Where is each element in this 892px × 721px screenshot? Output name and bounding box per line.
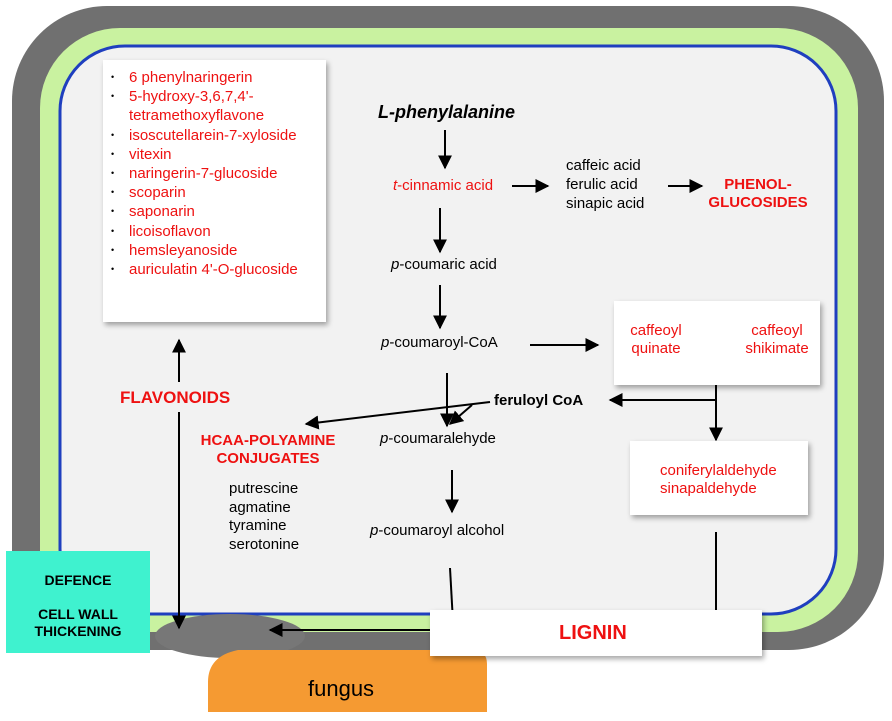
fungus-label: fungus — [308, 676, 375, 701]
coniferylaldehyde: coniferylaldehyde — [660, 462, 777, 479]
arrow-feruloyl-to-coumaralehyde — [448, 404, 473, 425]
fungus-shape — [208, 650, 487, 712]
defence-label: DEFENCE CELL WALL THICKENING — [6, 572, 150, 640]
p-coumaroyl-coa: p-coumaroyl-CoA — [381, 334, 498, 352]
cinnamic-name: -cinnamic acid — [397, 177, 494, 194]
feruloyl-coa: feruloyl CoA — [494, 392, 584, 409]
caffeoyl-quinate: caffeoyl quinate — [620, 322, 692, 358]
acid-list: caffeic acid ferulic acid sinapic acid — [566, 156, 644, 213]
phenol-glucosides: PHENOL- GLUCOSIDES — [702, 176, 814, 212]
p-coumaroyl-alcohol: p-coumaroyl alcohol — [370, 522, 504, 540]
coumaroyl-coa-prefix: p — [381, 334, 390, 351]
coumaroyl-alcohol-name: -coumaroyl alcohol — [378, 522, 505, 539]
tyramine: tyramine — [229, 517, 287, 534]
phenol-glucosides-line1: PHENOL- — [724, 176, 792, 193]
cell-wall-thickening — [155, 614, 305, 658]
lignin-label: LIGNIN — [559, 622, 627, 644]
caffeoyl-quinate-line2: quinate — [631, 340, 681, 357]
p-coumaralehyde: p-coumaralehyde — [380, 430, 496, 448]
caffeoyl-quinate-line1: caffeoyl — [630, 322, 682, 339]
putrescine: putrescine — [229, 480, 299, 497]
defence-box — [6, 551, 150, 653]
flavonoid-list: 6 phenylnaringerin5-hydroxy-3,6,7,4'-tet… — [103, 68, 326, 279]
flavonoid-list-box: 6 phenylnaringerin5-hydroxy-3,6,7,4'-tet… — [103, 60, 326, 322]
cell-wall-line: CELL WALL — [38, 606, 118, 622]
aldehyde-labels: coniferylaldehyde sinapaldehyde — [660, 462, 777, 498]
flavonoid-item: saponarin — [103, 202, 326, 221]
caffeoyl-shikimate: caffeoyl shikimate — [735, 322, 819, 358]
lignin-box — [430, 610, 762, 656]
hcaa-label-line2: CONJUGATES — [216, 450, 320, 467]
phenol-glucosides-line2: GLUCOSIDES — [708, 194, 808, 211]
cinnamic-prefix: t — [393, 177, 398, 194]
coumaric-name: -coumaric acid — [399, 256, 497, 273]
coumaralehyde-prefix: p — [380, 430, 389, 447]
sinapic-acid: sinapic acid — [566, 195, 645, 212]
hcaa-label-line1: HCAA-POLYAMINE — [200, 432, 336, 449]
flavonoid-item: licoisoflavon — [103, 222, 326, 241]
defence-line: DEFENCE — [44, 572, 112, 588]
caffeoyl-shikimate-line2: shikimate — [745, 340, 809, 357]
serotonine: serotonine — [229, 535, 300, 553]
coumaralehyde-name: -coumaralehyde — [388, 430, 496, 447]
flavonoid-item: hemsleyanoside — [103, 241, 326, 260]
flavonoid-item: vitexin — [103, 145, 326, 164]
flavonoid-item: naringerin-7-glucoside — [103, 164, 326, 183]
p-coumaric-acid: p-coumaric acid — [391, 256, 497, 274]
aldehyde-box — [630, 441, 808, 515]
arrow-feruloyl-to-hcaa — [304, 401, 491, 430]
caffeic-acid: caffeic acid — [566, 157, 641, 174]
thickening-line: THICKENING — [34, 623, 122, 639]
flavonoid-item: 6 phenylnaringerin — [103, 68, 326, 87]
sinapaldehyde: sinapaldehyde — [660, 480, 757, 497]
caffeoyl-shikimate-line1: caffeoyl — [751, 322, 803, 339]
flavonoid-item: scoparin — [103, 183, 326, 202]
coumaric-prefix: p — [391, 256, 400, 273]
caffeoyl-box — [614, 301, 820, 385]
agmatine: agmatine — [229, 498, 291, 516]
l-phenylalanine: L-phenylalanine — [378, 102, 516, 122]
coumaroyl-coa-name: -coumaroyl-CoA — [389, 334, 498, 351]
polyamine-list: putrescine agmatine tyramine serotonine — [229, 480, 299, 554]
flavonoid-item: auriculatin 4'-O-glucoside — [103, 260, 326, 279]
coumaroyl-alcohol-prefix: p — [370, 522, 379, 539]
flavonoids-label: FLAVONOIDS — [120, 388, 231, 407]
hcaa-polyamine-label: HCAA-POLYAMINE CONJUGATES — [200, 432, 336, 468]
flavonoid-item: isoscutellarein-7-xyloside — [103, 126, 326, 145]
ferulic-acid: ferulic acid — [566, 176, 638, 193]
flavonoid-item: 5-hydroxy-3,6,7,4'-tetramethoxyflavone — [103, 87, 326, 125]
t-cinnamic-acid: t-cinnamic acid — [393, 177, 493, 195]
